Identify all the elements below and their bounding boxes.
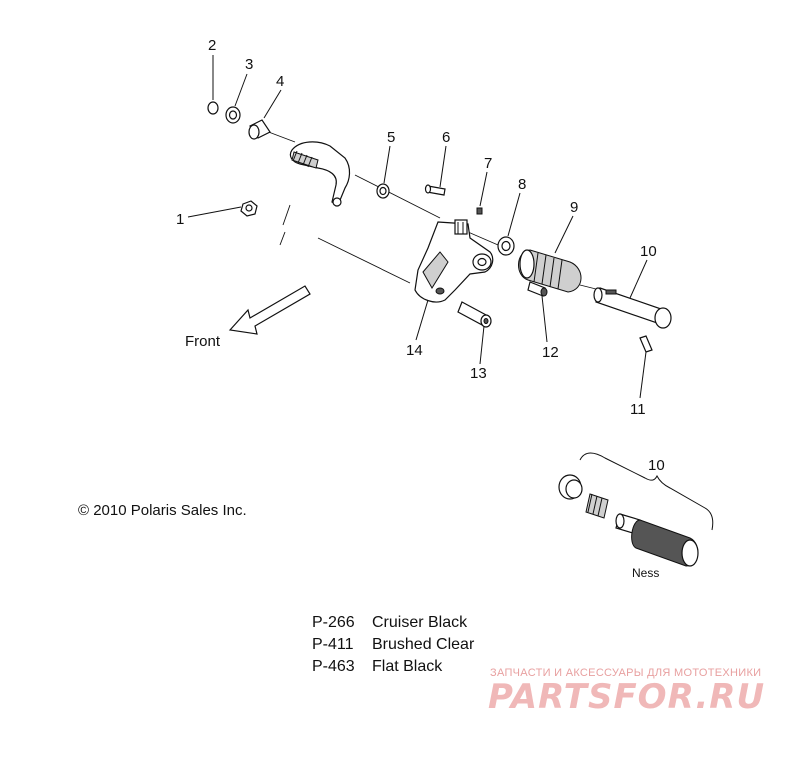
callout-numbers: 1 2 3 4 5 6 7 8 9 10 11 12 13 14 <box>176 37 657 418</box>
part-10-pivot-pin <box>593 287 672 329</box>
callout-4: 4 <box>276 73 284 90</box>
assembly-axis <box>257 127 601 291</box>
leader-lines <box>187 55 648 399</box>
part-14-bracket <box>414 219 494 303</box>
shift-lever-arm <box>289 141 351 207</box>
ness-kit-detail: 10 Ness <box>558 452 714 580</box>
callout-7: 7 <box>484 155 492 172</box>
legend-row: P-266 Cruiser Black <box>312 612 474 634</box>
callout-9: 9 <box>570 199 578 216</box>
part-12-bolt <box>527 281 548 297</box>
color-name: Brushed Clear <box>372 636 475 653</box>
legend-row: P-463 Flat Black <box>312 656 474 678</box>
callout-10: 10 <box>640 243 657 260</box>
callout-1: 1 <box>176 211 184 228</box>
copyright-text: © 2010 Polaris Sales Inc. <box>78 502 247 519</box>
callout-8: 8 <box>518 176 526 193</box>
part-9-footpeg-rubber <box>518 249 582 293</box>
part-13-bolt <box>457 301 492 328</box>
color-code-legend: P-266 Cruiser Black P-411 Brushed Clear P-… <box>312 612 474 678</box>
part-2-retaining-ring <box>207 101 219 115</box>
color-code: P-463 <box>312 658 355 675</box>
color-name: Flat Black <box>372 658 443 675</box>
part-8-washer <box>497 236 515 256</box>
part-4-bushing <box>248 119 271 140</box>
part-6-pin <box>424 184 446 196</box>
front-label: Front <box>185 333 221 350</box>
callout-5: 5 <box>387 129 395 146</box>
callout-13: 13 <box>470 365 487 382</box>
kit-label: Ness <box>632 566 659 580</box>
callout-6: 6 <box>442 129 450 146</box>
part-1-nut <box>240 200 258 217</box>
front-direction-arrow: Front <box>185 285 311 350</box>
callout-14: 14 <box>406 342 423 359</box>
kit-cap <box>558 474 583 500</box>
color-code: P-411 <box>312 636 354 653</box>
watermark-brand: PARTSFOR.RU <box>488 677 765 717</box>
kit-callout-10: 10 <box>648 457 665 474</box>
color-name: Cruiser Black <box>372 614 468 631</box>
part-3-washer <box>225 106 241 124</box>
callout-12: 12 <box>542 344 559 361</box>
callout-11: 11 <box>630 401 646 418</box>
watermark: ЗАПЧАСТИ И АКСЕССУАРЫ ДЛЯ МОТОТЕХНИКИ PA… <box>488 667 765 717</box>
kit-peg <box>615 513 699 567</box>
callout-2: 2 <box>208 37 216 54</box>
part-11-cotter-pin <box>639 335 653 353</box>
legend-row: P-411 Brushed Clear <box>312 634 474 656</box>
part-5-o-ring <box>376 183 390 199</box>
part-7-clip <box>476 207 483 215</box>
color-code: P-266 <box>312 614 355 631</box>
callout-3: 3 <box>245 56 253 73</box>
watermark-tagline: ЗАПЧАСТИ И АКСЕССУАРЫ ДЛЯ МОТОТЕХНИКИ <box>490 667 761 679</box>
kit-spring <box>585 493 609 519</box>
